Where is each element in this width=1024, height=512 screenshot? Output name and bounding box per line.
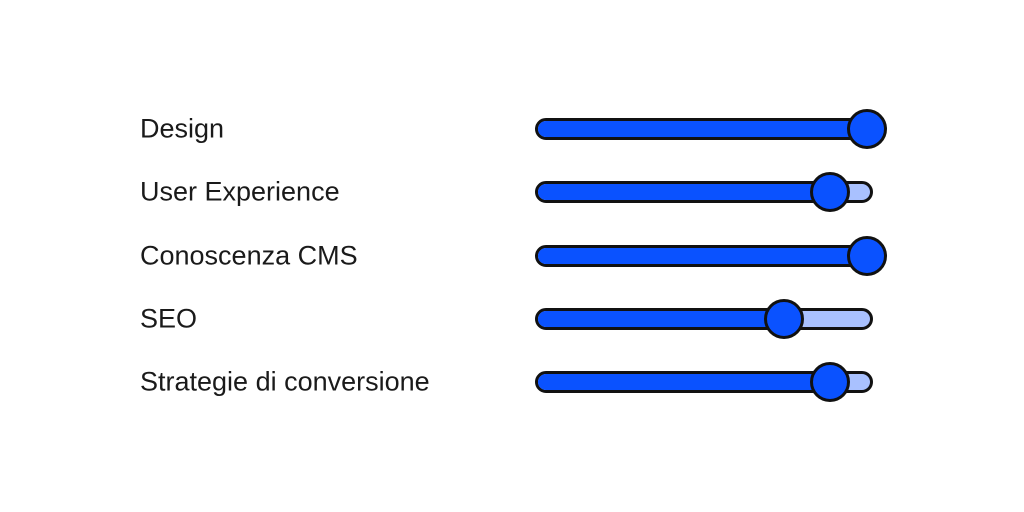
skill-slider-thumb[interactable] — [810, 362, 851, 402]
skill-slider-track[interactable] — [535, 118, 873, 140]
skill-label: Strategie di conversione — [140, 366, 430, 397]
skill-slider-fill — [538, 248, 870, 264]
skill-slider-thumb[interactable] — [847, 109, 887, 149]
skill-slider-track[interactable] — [535, 181, 873, 203]
skill-slider-fill — [538, 311, 787, 327]
skill-slider-thumb[interactable] — [810, 172, 851, 212]
skill-slider-thumb[interactable] — [764, 299, 804, 339]
skill-slider-track[interactable] — [535, 308, 873, 330]
skill-label: User Experience — [140, 176, 340, 207]
skill-slider-fill — [538, 184, 834, 200]
skill-slider-fill — [538, 121, 870, 137]
skill-label: Conoscenza CMS — [140, 240, 358, 271]
skill-row-strategie-di-conversione: Strategie di conversione — [0, 360, 1024, 404]
skill-label: SEO — [140, 303, 198, 334]
skill-row-seo: SEO — [0, 297, 1024, 341]
skill-slider-fill — [538, 374, 834, 390]
skill-label: Design — [140, 113, 225, 144]
skill-row-conoscenza-cms: Conoscenza CMS — [0, 234, 1024, 278]
skill-row-design: Design — [0, 107, 1024, 151]
skill-row-user-experience: User Experience — [0, 170, 1024, 214]
skill-slider-track[interactable] — [535, 245, 873, 267]
skill-slider-thumb[interactable] — [847, 236, 887, 276]
skill-slider-track[interactable] — [535, 371, 873, 393]
